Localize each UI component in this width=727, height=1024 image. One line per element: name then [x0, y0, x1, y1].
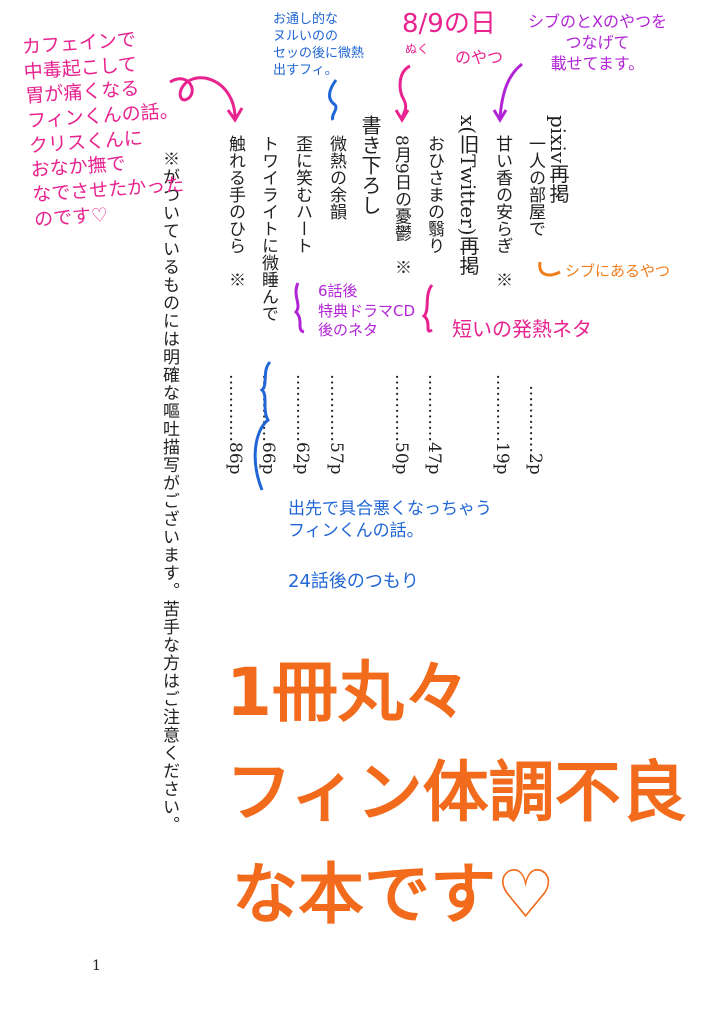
toc-entry: 触れる手のひら ※ …………86p	[225, 135, 245, 475]
annotation-outing: 出先で具合悪くなっちゃう フィンくんの話。	[288, 499, 492, 542]
entry-page: …………62p	[292, 374, 312, 475]
toc-entry: 8月9日の憂鬱 ※ …………50p	[391, 135, 411, 475]
entry-title: 歪に笑むハート	[292, 135, 312, 254]
arrow-bonus	[328, 79, 338, 121]
annotation-caffeine: カフェインで 中毒起こして 胃が痛くなる フィンくんの話。 クリスくんに おなか…	[21, 28, 185, 231]
toc-entry: 微熱の余韻 …………57p	[326, 135, 346, 475]
entry-title: トワイライトに微睡んで	[258, 135, 278, 322]
big-note-line2: フィン体調不良	[226, 754, 687, 831]
toc-entry: おひさまの翳り …………47p	[424, 135, 444, 475]
toc-entry: 甘い香の安らぎ ※ …………19p	[492, 135, 512, 475]
toc-entry: 一人の部屋で …………2p	[525, 135, 545, 475]
annotation-aug9-sub: のやつ	[455, 48, 504, 67]
page-number: 1	[92, 958, 101, 974]
annotation-ep24: 24話後のつもり	[288, 571, 419, 592]
toc-entry: 歪に笑むハート …………62p	[292, 135, 312, 475]
entry-title: 触れる手のひら ※	[225, 135, 245, 288]
annotation-sib: シブのとXのやつを つなげて 載せてます。	[528, 12, 667, 73]
entry-title: 甘い香の安らぎ ※	[492, 135, 512, 288]
big-note-line3: な本です♡	[232, 856, 556, 933]
entry-page: …………86p	[225, 374, 245, 475]
entry-page: …………57p	[326, 374, 346, 475]
entry-title: おひさまの翳り	[424, 135, 444, 254]
brace-ep6	[293, 282, 305, 334]
entry-title: 8月9日の憂鬱 ※	[391, 135, 411, 276]
entry-title: 微熱の余韻	[326, 135, 346, 220]
annotation-aug9-small: ぬく	[405, 42, 430, 56]
arrow-aug9	[398, 64, 411, 119]
arrow-caffeine	[169, 76, 237, 119]
brace-sib-only	[538, 261, 561, 277]
arrow-sib	[498, 62, 523, 119]
annotation-bonus: お通し的な ヌルいのの セッの後に微熱 出すフィ。	[273, 12, 365, 78]
toc-entry: トワイライトに微睡んで …………66p	[258, 135, 278, 475]
entry-page: …………50p	[391, 374, 411, 475]
brace-short-fever	[421, 284, 434, 333]
entry-page: …………19p	[492, 374, 512, 475]
annotation-sib-only: シブにあるやつ	[565, 262, 671, 280]
annotation-short-fever: 短いの発熱ネタ	[452, 317, 592, 341]
entry-page: …………47p	[424, 374, 444, 475]
entry-page: …………66p	[258, 374, 278, 475]
entry-page: …………2p	[525, 385, 545, 475]
brace-outing	[253, 360, 272, 491]
section-heading-new: 書き下ろし	[358, 115, 382, 215]
entry-title: 一人の部屋で	[525, 135, 545, 237]
annotation-aug9: 8/9の日	[402, 9, 496, 39]
vomit-warning: ※がついているものには明確な嘔吐描写がございます。苦手な方はご注意ください。	[159, 150, 179, 834]
annotation-ep6: 6話後 特典ドラマCD 後のネタ	[318, 282, 416, 339]
section-heading-twitter: x(旧Twitter)再掲	[456, 115, 480, 276]
big-note-line1: 1冊丸々	[226, 654, 470, 731]
section-heading-pixiv: pixiv再掲	[546, 115, 570, 204]
